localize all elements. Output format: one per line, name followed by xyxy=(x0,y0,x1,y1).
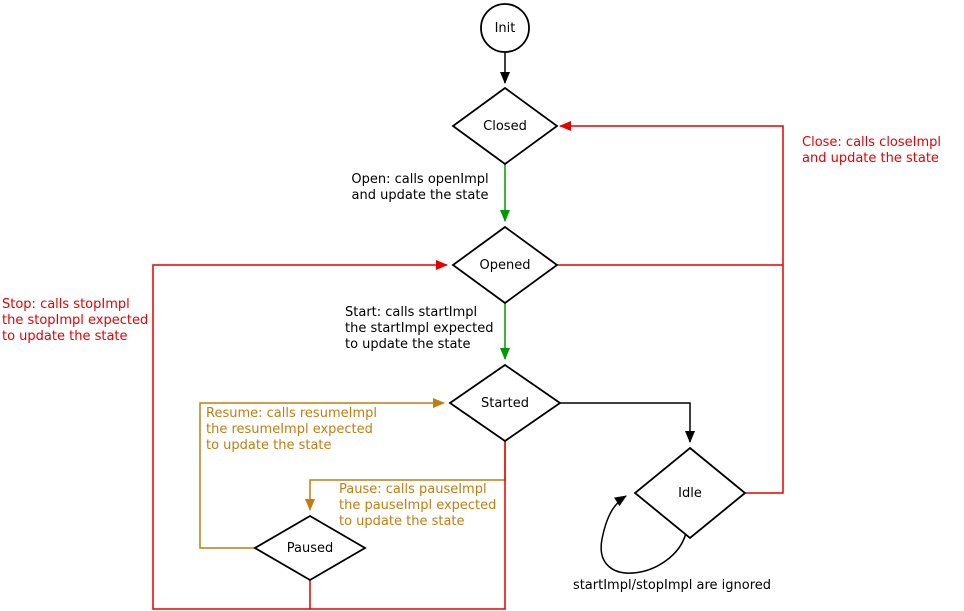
edge-label-start: Start: calls startImpl the startImpl exp… xyxy=(345,305,493,352)
edge-label-resume-line3: to update the state xyxy=(206,438,332,453)
state-label-opened: Opened xyxy=(480,258,531,273)
edge-resume-arrow xyxy=(199,398,445,549)
edge-label-start-line2: the startImpl expected xyxy=(345,321,493,336)
edge-label-pause: Pause: calls pauseImpl the pauseImpl exp… xyxy=(339,482,496,529)
edge-label-pause-line1: Pause: calls pauseImpl xyxy=(339,482,487,497)
edge-label-pause-line3: to update the state xyxy=(339,514,465,529)
edge-label-stop: Stop: calls stopImpl the stopImpl expect… xyxy=(2,297,148,344)
edge-label-close: Close: calls closeImpl and update the st… xyxy=(802,135,941,166)
edge-label-start-line3: to update the state xyxy=(345,337,471,352)
state-node-idle: Idle xyxy=(633,446,747,540)
edge-label-open-line2: and update the state xyxy=(352,188,489,203)
edge-idle-self-loop-arrow xyxy=(600,495,687,574)
state-label-paused: Paused xyxy=(287,541,333,556)
edge-label-close-line1: Close: calls closeImpl xyxy=(802,135,941,150)
edge-label-resume-line2: the resumeImpl expected xyxy=(206,422,373,437)
state-label-started: Started xyxy=(481,396,529,411)
edge-close-arrow xyxy=(559,121,784,494)
state-node-closed: Closed xyxy=(451,86,559,166)
edge-label-idle-self-line1: startImpl/stopImpl are ignored xyxy=(573,578,771,593)
state-label-idle: Idle xyxy=(678,486,702,501)
edge-stop-arrow xyxy=(152,260,506,610)
edge-started-to-idle-arrow xyxy=(560,402,695,443)
edge-label-stop-line2: the stopImpl expected xyxy=(2,313,148,328)
edge-label-resume-line1: Resume: calls resumeImpl xyxy=(206,406,377,421)
edge-label-start-line1: Start: calls startImpl xyxy=(345,305,477,320)
state-node-init: Init xyxy=(480,3,530,53)
state-label-closed: Closed xyxy=(483,119,527,134)
edge-label-open-line1: Open: calls openImpl xyxy=(351,172,488,187)
state-node-started: Started xyxy=(448,363,562,443)
edge-label-pause-line2: the pauseImpl expected xyxy=(339,498,496,513)
edge-label-stop-line1: Stop: calls stopImpl xyxy=(2,297,130,312)
state-label-init: Init xyxy=(495,21,516,36)
state-node-paused: Paused xyxy=(253,514,367,582)
edge-label-stop-line3: to update the state xyxy=(2,329,128,344)
edge-label-close-line2: and update the state xyxy=(802,151,939,166)
edge-label-open: Open: calls openImpl and update the stat… xyxy=(351,172,488,203)
edge-label-idle-self: startImpl/stopImpl are ignored xyxy=(573,578,771,593)
edge-label-resume: Resume: calls resumeImpl the resumeImpl … xyxy=(206,406,377,453)
state-node-opened: Opened xyxy=(451,225,559,305)
